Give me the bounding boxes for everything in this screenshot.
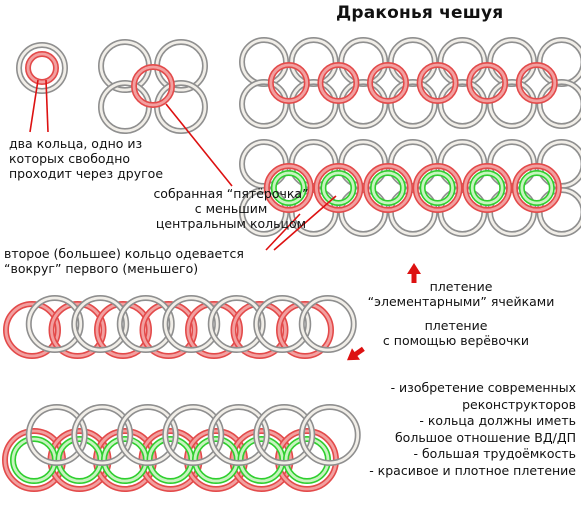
ring-chain1-bottom xyxy=(487,79,537,129)
ring-chain1-top xyxy=(487,37,537,87)
ring-chain3-red xyxy=(139,301,198,359)
ring-five-center xyxy=(131,64,175,108)
ring-inner-single xyxy=(25,51,59,85)
ring-chain2-outer xyxy=(263,163,314,213)
label-two-rings: два кольца, одно из которых свободно про… xyxy=(9,136,164,181)
ring-chain1-top xyxy=(437,37,488,87)
ring-chain1-center xyxy=(466,62,509,104)
ring-chain2-inner xyxy=(370,170,406,206)
label-second-ring: второе (большее) кольцо одевается “вокру… xyxy=(4,246,244,276)
ring-chain1-center xyxy=(367,62,409,104)
ring-chain3-grey xyxy=(116,295,175,353)
ring-chain2-inner xyxy=(518,170,555,206)
ring-chain2-outer xyxy=(313,163,364,213)
ring-chain3-grey xyxy=(253,295,312,353)
ring-chain1-center xyxy=(515,62,558,104)
ring-chain1-top xyxy=(387,37,438,87)
arrow-left-down-icon xyxy=(346,346,365,361)
ring-chain4-grey xyxy=(207,404,270,466)
arrow-up-icon xyxy=(407,263,421,283)
ring-chain1-bottom xyxy=(536,79,581,129)
note-item: - кольца должны иметь xyxy=(419,413,576,428)
ring-chain1-bottom xyxy=(387,79,438,129)
ring-chain4-grey xyxy=(71,404,134,466)
label-rope-weave: плетение с помощью верёвочки xyxy=(382,318,530,348)
ring-chain2-inner xyxy=(469,170,506,206)
ring-chain1-center xyxy=(416,62,459,104)
ring-chain4-grey xyxy=(25,404,88,466)
ring-chain4-grey xyxy=(116,404,179,466)
ring-chain2-outer xyxy=(462,163,513,213)
ring-chain4-grey xyxy=(298,404,361,466)
pointer-second-ring-b xyxy=(273,195,337,251)
ring-chain3-red xyxy=(48,301,107,359)
note-item: - красивое и плотное плетение xyxy=(369,462,576,478)
ring-chain4-grey xyxy=(253,404,316,466)
ring-chain2-inner xyxy=(270,170,307,206)
pointer-five-rings xyxy=(165,103,233,187)
ring-chain1-top xyxy=(536,37,581,87)
ring-chain3-red xyxy=(276,301,334,359)
ring-chain1-top xyxy=(338,37,389,87)
note-item: реконструкторов xyxy=(462,396,576,412)
notes-list: - изобретение современных реконструкторо… xyxy=(330,380,576,479)
ring-chain3-red xyxy=(3,301,61,359)
ring-chain1-bottom xyxy=(437,79,488,129)
ring-chain3-grey xyxy=(71,295,130,353)
ring-chain2-inner xyxy=(320,170,357,206)
ring-chain1-bottom xyxy=(288,79,339,129)
note-item: - большая трудоёмкость xyxy=(413,446,576,461)
pointer-second-ring-a xyxy=(265,213,301,251)
page-title: Драконья чешуя xyxy=(336,3,504,23)
note-item: большое отношение ВД/ДП xyxy=(394,429,576,445)
note-item: - изобретение современных xyxy=(390,380,576,395)
ring-chain2-outer xyxy=(511,163,562,213)
ring-outer-single xyxy=(16,42,68,94)
ring-chain3-grey xyxy=(298,295,357,353)
ring-chain1-bottom xyxy=(239,79,289,129)
ring-chain1-top xyxy=(239,37,289,87)
ring-chain3-grey xyxy=(162,295,221,353)
pointer-two-rings-b xyxy=(45,79,49,133)
ring-chain3-grey xyxy=(207,295,266,353)
ring-chain1-top xyxy=(288,37,339,87)
ring-chain2-outer xyxy=(412,163,463,213)
pointer-two-rings-a xyxy=(29,79,39,133)
label-five-rings: собранная “пятёрочка” с меньшим централь… xyxy=(153,186,309,231)
ring-chain3-red xyxy=(230,301,289,359)
label-elementary-weave: плетение “элементарными” ячейками xyxy=(367,279,555,309)
ring-chain3-red xyxy=(94,301,152,359)
ring-chain1-center xyxy=(267,62,310,104)
ring-chain3-grey xyxy=(25,295,84,353)
ring-chain2-outer xyxy=(363,163,413,213)
ring-chain4-grey xyxy=(162,404,225,466)
ring-chain3-red xyxy=(185,301,243,359)
ring-chain1-center xyxy=(317,62,360,104)
ring-chain1-bottom xyxy=(338,79,389,129)
ring-chain2-inner xyxy=(419,170,456,206)
